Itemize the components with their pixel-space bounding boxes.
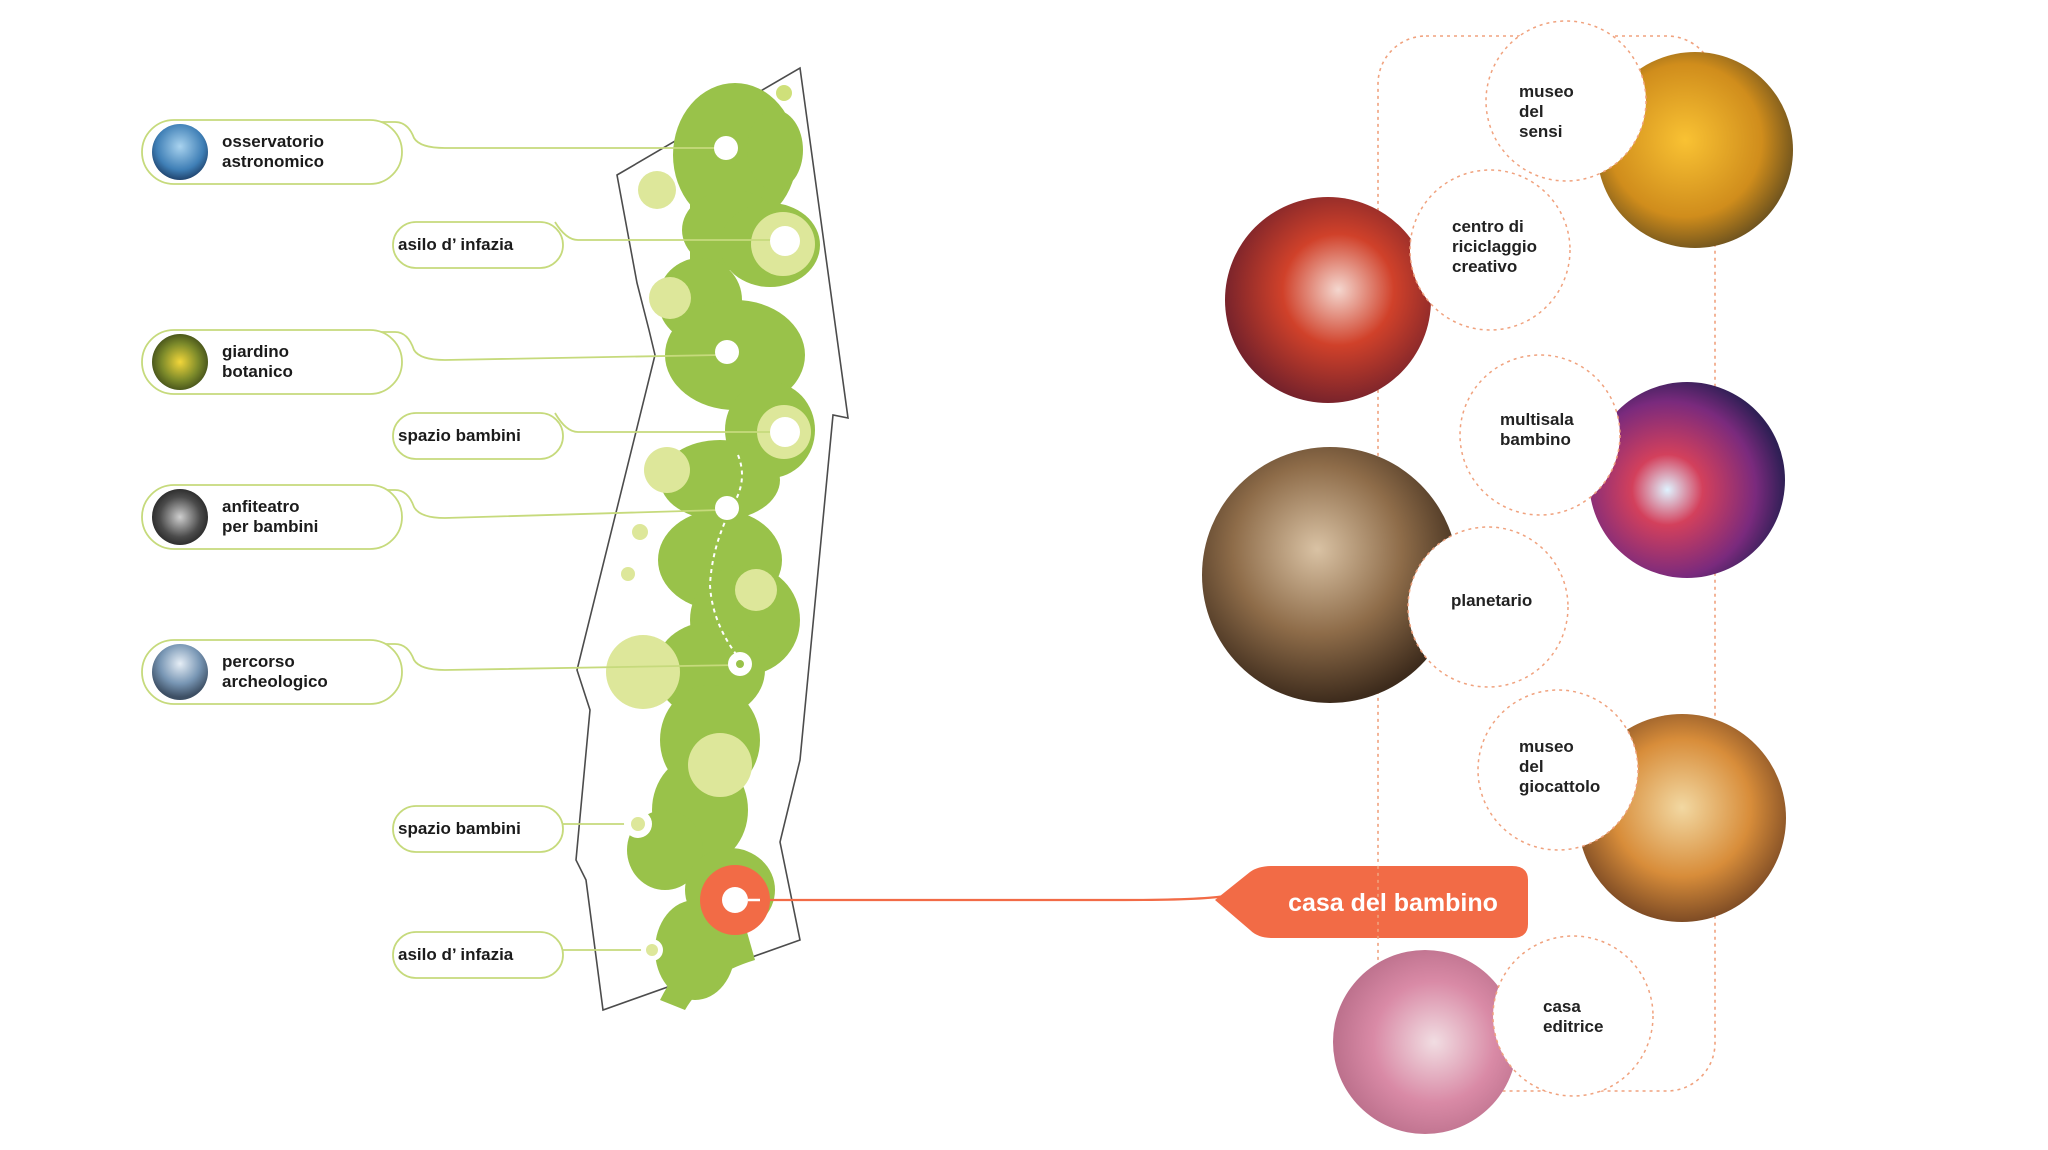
endpoint-dots xyxy=(624,136,800,961)
facility-line: del xyxy=(1519,757,1544,776)
facility-line: giocattolo xyxy=(1519,777,1601,796)
ring-multisala xyxy=(1459,354,1621,516)
label-line: percorso xyxy=(222,652,295,671)
facility-line: planetario xyxy=(1451,591,1533,610)
photo-flowers xyxy=(152,334,208,390)
facility-planetario: planetario xyxy=(1451,591,1532,611)
photo-telescope xyxy=(152,124,208,180)
ring-riciclaggio xyxy=(1409,169,1571,331)
ring-planetario xyxy=(1407,526,1569,688)
site-outline xyxy=(575,66,849,1012)
facility-line: creativo xyxy=(1452,257,1518,276)
photo-ruins xyxy=(152,644,208,700)
label-line: botanico xyxy=(222,362,293,381)
ring-museo-sensi xyxy=(1485,20,1647,182)
label-line: asilo d’ infazia xyxy=(398,235,514,254)
facility-casa-editrice: casa editrice xyxy=(1543,997,1603,1037)
photo-planetario xyxy=(1202,447,1458,703)
label-line: spazio bambini xyxy=(398,426,521,445)
label-asilo-infazia-1: asilo d’ infazia xyxy=(398,234,513,256)
facility-centro-riciclaggio: centro di riciclaggio creativo xyxy=(1452,217,1537,277)
capsule-asilo-2 xyxy=(392,931,564,979)
label-line: per bambini xyxy=(222,517,319,536)
facility-line: del xyxy=(1519,102,1544,121)
facility-line: riciclaggio xyxy=(1452,237,1538,256)
label-line: giardino xyxy=(222,342,290,361)
facility-line: sensi xyxy=(1519,122,1563,141)
left-connectors xyxy=(375,121,785,951)
facility-line: multisala xyxy=(1500,410,1574,429)
ring-casa-editrice xyxy=(1492,935,1654,1097)
label-line: astronomico xyxy=(222,152,325,171)
dashed-trail xyxy=(708,454,743,663)
facility-rings xyxy=(1407,20,1654,1097)
capsule-photos xyxy=(152,124,208,700)
facility-line: centro di xyxy=(1452,217,1524,236)
capsule-percorso xyxy=(141,639,403,705)
capsule-giardino xyxy=(141,329,403,395)
facility-museo-sensi: museo del sensi xyxy=(1519,82,1574,142)
casa-bubble xyxy=(1215,866,1528,938)
label-line: spazio bambini xyxy=(398,819,521,838)
label-line: archeologico xyxy=(222,672,328,691)
facility-line: museo xyxy=(1519,82,1574,101)
casa-del-bambino-label: casa del bambino xyxy=(1288,888,1498,917)
capsule-spazio-2 xyxy=(392,805,564,853)
capsule-anfiteatro xyxy=(141,484,403,550)
left-capsules xyxy=(141,119,564,979)
photo-crowd xyxy=(152,489,208,545)
casa-marker xyxy=(700,865,1528,938)
label-line: osservatorio xyxy=(222,132,325,151)
facility-line: casa xyxy=(1543,997,1581,1016)
facility-line: museo xyxy=(1519,737,1574,756)
photo-multisala xyxy=(1589,382,1785,578)
facility-photos xyxy=(1202,52,1793,1134)
capsule-spazio-1 xyxy=(392,412,564,460)
capsule-osservatorio xyxy=(141,119,403,185)
facility-line: bambino xyxy=(1500,430,1571,449)
label-spazio-bambini-2: spazio bambini xyxy=(398,818,521,840)
facility-multisala-bambino: multisala bambino xyxy=(1500,410,1574,450)
facility-museo-giocattolo: museo del giocattolo xyxy=(1519,737,1600,797)
capsule-asilo-1 xyxy=(392,221,564,269)
ring-giocattolo xyxy=(1477,689,1639,851)
label-line: anfiteatro xyxy=(222,497,300,516)
label-spazio-bambini-1: spazio bambini xyxy=(398,425,521,447)
photo-riciclaggio xyxy=(1225,197,1431,403)
photo-casa-editrice xyxy=(1333,950,1517,1134)
facility-line: editrice xyxy=(1543,1017,1604,1036)
label-asilo-infazia-2: asilo d’ infazia xyxy=(398,944,513,966)
bubbles xyxy=(606,85,815,797)
label-line: asilo d’ infazia xyxy=(398,945,514,964)
